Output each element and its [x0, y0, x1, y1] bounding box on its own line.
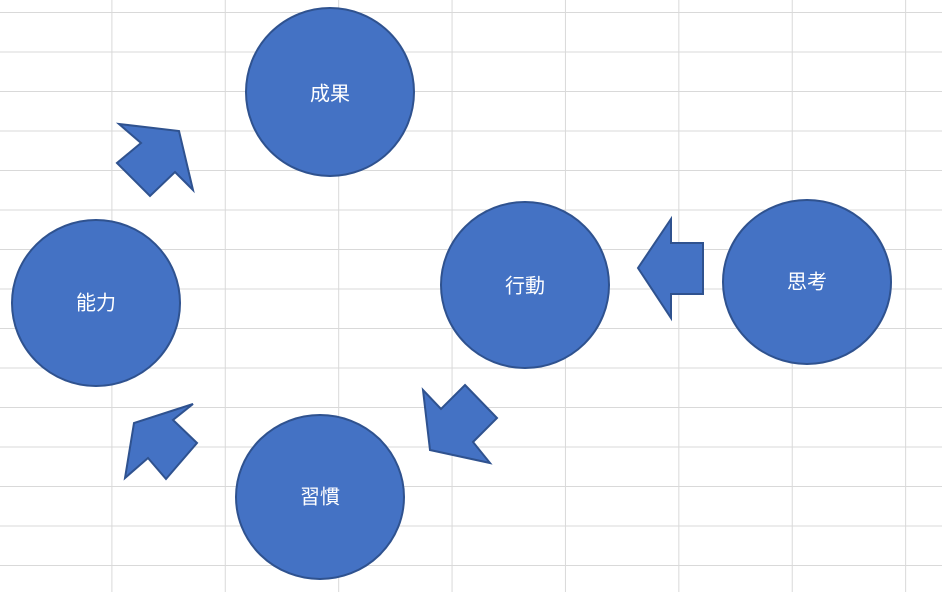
node-nouryoku[interactable]: 能力 — [11, 219, 181, 387]
node-koudou-label: 行動 — [505, 274, 545, 298]
node-shuukan[interactable]: 習慣 — [235, 414, 405, 580]
node-seika[interactable]: 成果 — [245, 7, 415, 177]
node-shikou-label: 思考 — [787, 270, 827, 294]
node-nouryoku-label: 能力 — [76, 291, 116, 315]
arrow-shikou-to-koudou[interactable] — [636, 215, 704, 322]
node-koudou[interactable]: 行動 — [440, 201, 610, 369]
arrow-nouryoku-to-seika[interactable] — [115, 122, 195, 198]
node-shuukan-label: 習慣 — [300, 485, 340, 509]
node-shikou[interactable]: 思考 — [722, 199, 892, 365]
arrow-shuukan-to-nouryoku[interactable] — [123, 403, 199, 481]
arrow-koudou-to-shuukan[interactable] — [421, 383, 499, 465]
node-seika-label: 成果 — [310, 82, 350, 106]
